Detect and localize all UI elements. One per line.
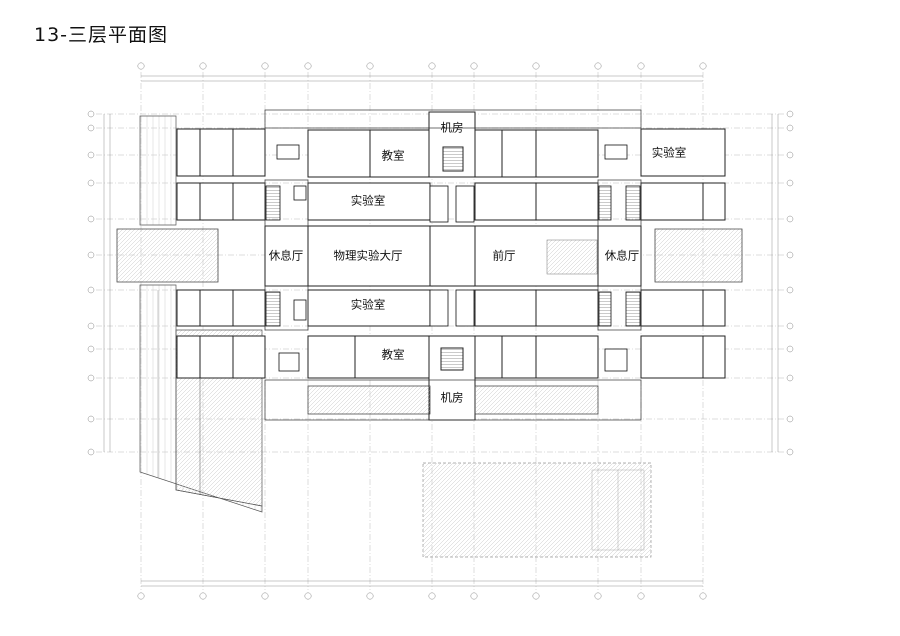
building-walls [176,111,726,421]
lower-court [422,462,652,558]
grid-bubbles-left [87,110,95,456]
label-lab-upper-center: 实验室 [351,194,386,208]
room-labels: 机房 教室 实验室 实验室 休息厅 物理实验大厅 前厅 休息厅 实验室 教室 机… [269,121,687,405]
label-lounge-left: 休息厅 [269,249,304,263]
label-lounge-right: 休息厅 [605,249,640,263]
grid-bubbles-right [786,110,794,456]
label-front-hall: 前厅 [493,249,516,263]
grid-bubbles-top [137,62,707,70]
grid-bubbles-bottom [137,592,707,600]
sheet-title: 13-三层平面图 [34,24,169,46]
label-classroom-top: 教室 [382,149,405,163]
atrium-void [546,239,598,275]
outer-facades [264,109,642,421]
label-machine-room-bottom: 机房 [441,391,464,405]
stair-cores [265,144,641,372]
label-lab-top-right: 实验室 [652,146,687,160]
label-classroom-bottom: 教室 [382,348,405,362]
label-lab-lower-center: 实验室 [351,298,386,312]
label-physics-hall: 物理实验大厅 [334,249,403,263]
dimension-lines [103,75,779,587]
label-machine-room-top: 机房 [441,121,464,135]
side-bridges [116,228,743,283]
